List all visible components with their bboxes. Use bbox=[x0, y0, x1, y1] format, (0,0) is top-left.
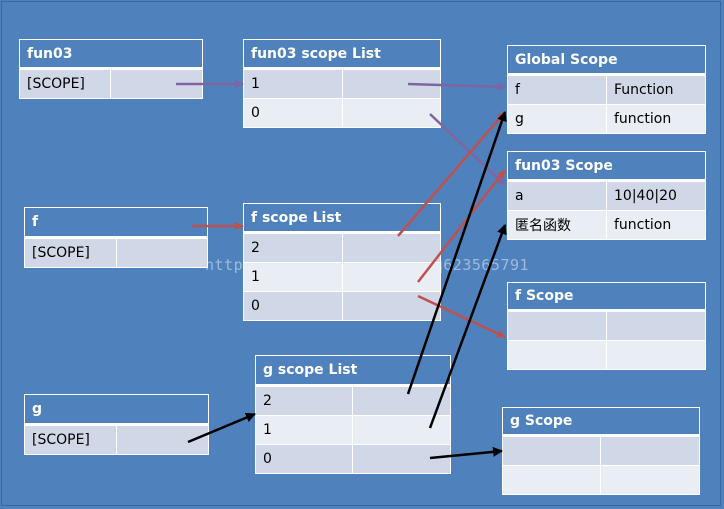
table-row: a 10|40|20 bbox=[508, 181, 705, 210]
key-cell: 1 bbox=[244, 70, 343, 98]
table-row: 匿名函数 function bbox=[508, 210, 705, 239]
table-title: g bbox=[25, 395, 208, 425]
arrow-scope-list-0-to-fun03-scope bbox=[429, 113, 506, 186]
table-row: [SCOPE] bbox=[25, 425, 208, 454]
value-cell: 10|40|20 bbox=[614, 188, 677, 204]
key-cell bbox=[508, 341, 607, 369]
table-row: 1 bbox=[244, 69, 440, 98]
table-title: f bbox=[25, 208, 207, 238]
arrow-g-scope-list-2-to-global bbox=[406, 111, 507, 395]
key-cell: 1 bbox=[256, 416, 353, 444]
arrow-g-to-g-scope-list bbox=[187, 412, 256, 444]
key-cell: 0 bbox=[256, 445, 353, 473]
key-cell: 0 bbox=[244, 99, 343, 127]
table-row: f Function bbox=[508, 75, 705, 104]
value-cell: Function bbox=[614, 82, 674, 98]
table-f: f[SCOPE] bbox=[24, 207, 208, 268]
table-row: 0 bbox=[256, 444, 450, 473]
key-cell bbox=[503, 466, 601, 494]
key-cell: [SCOPE] bbox=[25, 239, 117, 267]
table-row bbox=[508, 340, 705, 369]
value-cell: function bbox=[614, 111, 672, 127]
table-f-scope: f Scope bbox=[507, 282, 706, 370]
key-cell: 2 bbox=[244, 234, 343, 262]
table-row bbox=[508, 311, 705, 340]
key-cell: a bbox=[508, 182, 607, 210]
table-title: f Scope bbox=[508, 283, 705, 311]
key-cell: [SCOPE] bbox=[20, 70, 111, 98]
table-row: 0 bbox=[244, 98, 440, 127]
key-cell: 1 bbox=[244, 263, 343, 291]
value-cell: function bbox=[614, 217, 672, 233]
table-row: g function bbox=[508, 104, 705, 133]
table-row: 1 bbox=[244, 262, 440, 291]
table-row: 2 bbox=[244, 233, 440, 262]
key-cell: [SCOPE] bbox=[25, 426, 117, 454]
table-fun03: fun03[SCOPE] bbox=[19, 39, 203, 99]
table-row: [SCOPE] bbox=[20, 69, 202, 98]
table-row bbox=[503, 465, 699, 494]
table-row: 2 bbox=[256, 386, 450, 415]
table-title: g scope List bbox=[256, 356, 450, 386]
table-title: f scope List bbox=[244, 204, 440, 233]
arrow-scope-list-1-to-global bbox=[407, 82, 506, 91]
table-title: fun03 Scope bbox=[508, 152, 705, 181]
arrow-g-scope-list-0-to-g-scope bbox=[429, 446, 503, 460]
key-cell: f bbox=[508, 76, 607, 104]
table-title: Global Scope bbox=[508, 46, 705, 75]
key-cell: 0 bbox=[244, 292, 343, 320]
arrow-f-scope-list-1-to-fun03-scope bbox=[417, 169, 506, 283]
key-cell: 2 bbox=[256, 387, 353, 415]
arrow-f-scope-list-2-to-global bbox=[397, 111, 506, 237]
arrow-g-scope-list-1-to-fun03-scope bbox=[428, 224, 507, 429]
table-title: fun03 bbox=[20, 40, 202, 69]
table-title: g Scope bbox=[503, 408, 699, 436]
arrow-f-scope-list-0-to-f-scope bbox=[417, 294, 506, 339]
table-g: g[SCOPE] bbox=[24, 394, 209, 455]
table-row: 1 bbox=[256, 415, 450, 444]
key-cell bbox=[508, 312, 607, 340]
table-row: [SCOPE] bbox=[25, 238, 207, 267]
key-cell bbox=[503, 437, 601, 465]
key-cell: g bbox=[508, 105, 607, 133]
table-title: fun03 scope List bbox=[244, 40, 440, 69]
table-row bbox=[503, 436, 699, 465]
table-row: 0 bbox=[244, 291, 440, 320]
key-cell: 匿名函数 bbox=[508, 211, 607, 239]
